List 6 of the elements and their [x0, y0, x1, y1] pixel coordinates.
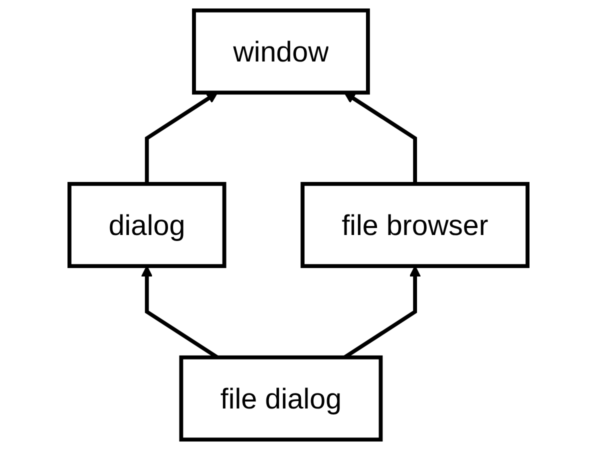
node-box: file browser: [300, 182, 530, 268]
arrow: [144, 92, 218, 184]
node-box: file dialog: [179, 355, 383, 442]
node-box: dialog: [68, 182, 226, 268]
node-box: window: [192, 8, 370, 95]
arrow: [344, 92, 418, 184]
